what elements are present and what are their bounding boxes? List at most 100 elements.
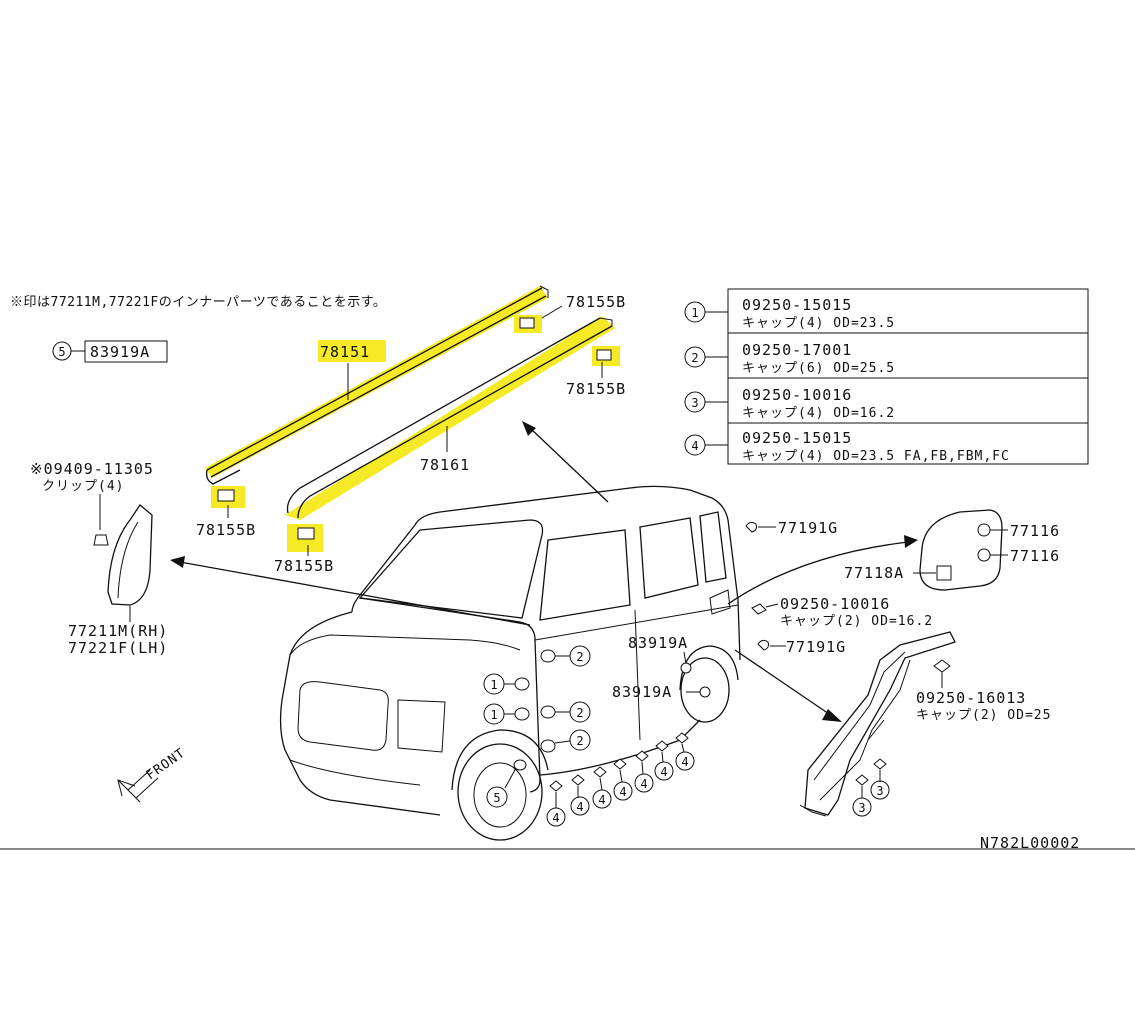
legend-number: 3	[691, 396, 698, 410]
callout-2c: 2	[554, 729, 591, 751]
clip-78155b-2: 78155B	[566, 346, 626, 398]
part-number: 83919A	[90, 343, 150, 361]
callout-number: 3	[876, 784, 883, 798]
callout-number: 4	[598, 793, 605, 807]
item5-label: 5 83919A	[52, 340, 168, 363]
legend-desc: キャップ(6) OD=25.5	[742, 361, 895, 376]
label-83919a: 83919A	[628, 634, 688, 652]
front-door-window	[539, 529, 631, 621]
cap-row-4: 4 4 4 4 4 4 4	[546, 732, 695, 827]
callout-1b: 1	[483, 703, 515, 725]
label-clip-qty: クリップ(4)	[42, 479, 124, 494]
legend-number: 1	[691, 306, 698, 320]
rear-wheel	[680, 657, 730, 723]
legend-number: 4	[691, 439, 698, 453]
label-77116: 77116	[1010, 522, 1060, 540]
cap-09250-10016: 09250-10016 キャップ(2) OD=16.2	[751, 595, 933, 629]
callout-number: 1	[490, 678, 497, 692]
label-78151: 78151	[320, 343, 370, 361]
grille	[297, 681, 389, 751]
callout-2a: 2	[555, 645, 591, 667]
callout-number: 3	[858, 801, 865, 815]
seal-77191g-2: 77191G	[757, 638, 846, 656]
legend-table: 1 09250-15015 キャップ(4) OD=23.5 2 09250-17…	[684, 288, 1089, 465]
callout-5: 5	[486, 767, 517, 808]
pillar-shape	[107, 504, 153, 606]
cap-09250-16013: 09250-16013 キャップ(2) OD=25	[916, 659, 1051, 723]
cap-group-3: 3 3	[852, 758, 890, 817]
pillar-trim: ※09409-11305 クリップ(4) 77211M(RH) 77221F(L…	[30, 460, 168, 657]
headlamp	[397, 699, 446, 753]
label-77116: 77116	[1010, 547, 1060, 565]
callout-number: 5	[493, 791, 500, 805]
arrow-fuel-lid	[727, 535, 918, 605]
clip-09409	[93, 534, 109, 546]
label-77118a: 77118A	[844, 564, 904, 582]
front-label: FRONT	[144, 746, 189, 784]
arrow-roof	[522, 421, 609, 503]
fuel-lid-body	[709, 589, 731, 615]
legend-part: 09250-17001	[742, 341, 852, 359]
callout-number: 4	[552, 811, 559, 825]
label-09250-10016: 09250-10016	[780, 595, 890, 613]
car-body	[279, 485, 741, 841]
cap-group-side	[513, 649, 556, 771]
callout-number: 4	[576, 800, 583, 814]
label-09250-16013: 09250-16013	[916, 689, 1026, 707]
clip-78155b-3: 78155B	[196, 486, 256, 539]
arrow-side-member	[734, 649, 842, 722]
roof-molding-78161: 78161	[285, 316, 615, 520]
seal-77191g-1: 77191G	[745, 519, 838, 537]
legend-row: 1 09250-15015 キャップ(4) OD=23.5	[684, 296, 895, 331]
label-77191g: 77191G	[778, 519, 838, 537]
legend-desc: キャップ(4) OD=23.5	[742, 316, 895, 331]
front-direction: FRONT	[117, 746, 189, 803]
legend-desc: キャップ(4) OD=23.5 FA,FB,FBM,FC	[742, 449, 1010, 464]
legend-desc: キャップ(4) OD=16.2	[742, 406, 895, 421]
label-78155b: 78155B	[566, 380, 626, 398]
rear-door-window	[639, 517, 699, 599]
legend-row: 2 09250-17001 キャップ(6) OD=25.5	[684, 341, 895, 376]
grommet-83919a: 83919A 83919A	[612, 634, 711, 701]
legend-part: 09250-15015	[742, 296, 852, 314]
label-77191g: 77191G	[786, 638, 846, 656]
legend-row: 3 09250-10016 キャップ(4) OD=16.2	[684, 386, 895, 421]
label-78155b: 78155B	[274, 557, 334, 575]
fuel-lid: 77116 77116 77118A	[844, 509, 1060, 591]
legend-number: 2	[691, 351, 698, 365]
front-wheel	[457, 743, 543, 841]
label-78161: 78161	[420, 456, 470, 474]
legend-part: 09250-10016	[742, 386, 852, 404]
clip-78155b-4: 78155B	[274, 524, 334, 575]
part-box	[84, 340, 168, 363]
callout-number: 2	[576, 706, 583, 720]
callout-number: 4	[660, 765, 667, 779]
quarter-window	[699, 511, 727, 583]
windshield	[358, 519, 544, 619]
label-83919a: 83919A	[612, 683, 672, 701]
callout-number: 4	[619, 785, 626, 799]
label-cap-qty: キャップ(2) OD=25	[916, 708, 1051, 723]
note-text: ※印は77211M,77221Fのインナーパーツであることを示す。	[10, 295, 386, 310]
diagram-code: N782L00002	[980, 834, 1080, 852]
legend-row: 4 09250-15015 キャップ(4) OD=23.5 FA,FB,FBM,…	[684, 429, 1010, 464]
label-77211m: 77211M(RH)	[68, 622, 168, 640]
legend-part: 09250-15015	[742, 429, 852, 447]
label-78155b: 78155B	[196, 521, 256, 539]
callout-2b: 2	[555, 701, 591, 723]
label-cap-qty: キャップ(2) OD=16.2	[780, 614, 933, 629]
callout-number: 2	[576, 734, 583, 748]
arrow-pillar	[170, 556, 531, 626]
callout-number: 4	[681, 755, 688, 769]
side-member	[799, 631, 956, 817]
highlight-78151	[318, 340, 386, 362]
clip-78155b-1: 78155B	[514, 293, 625, 333]
callout-1a: 1	[483, 673, 515, 695]
label-77221f: 77221F(LH)	[68, 639, 168, 657]
label-09409: ※09409-11305	[30, 460, 154, 478]
callout-number: 4	[640, 777, 647, 791]
callout-number: 5	[58, 345, 65, 359]
callout-number: 2	[576, 650, 583, 664]
